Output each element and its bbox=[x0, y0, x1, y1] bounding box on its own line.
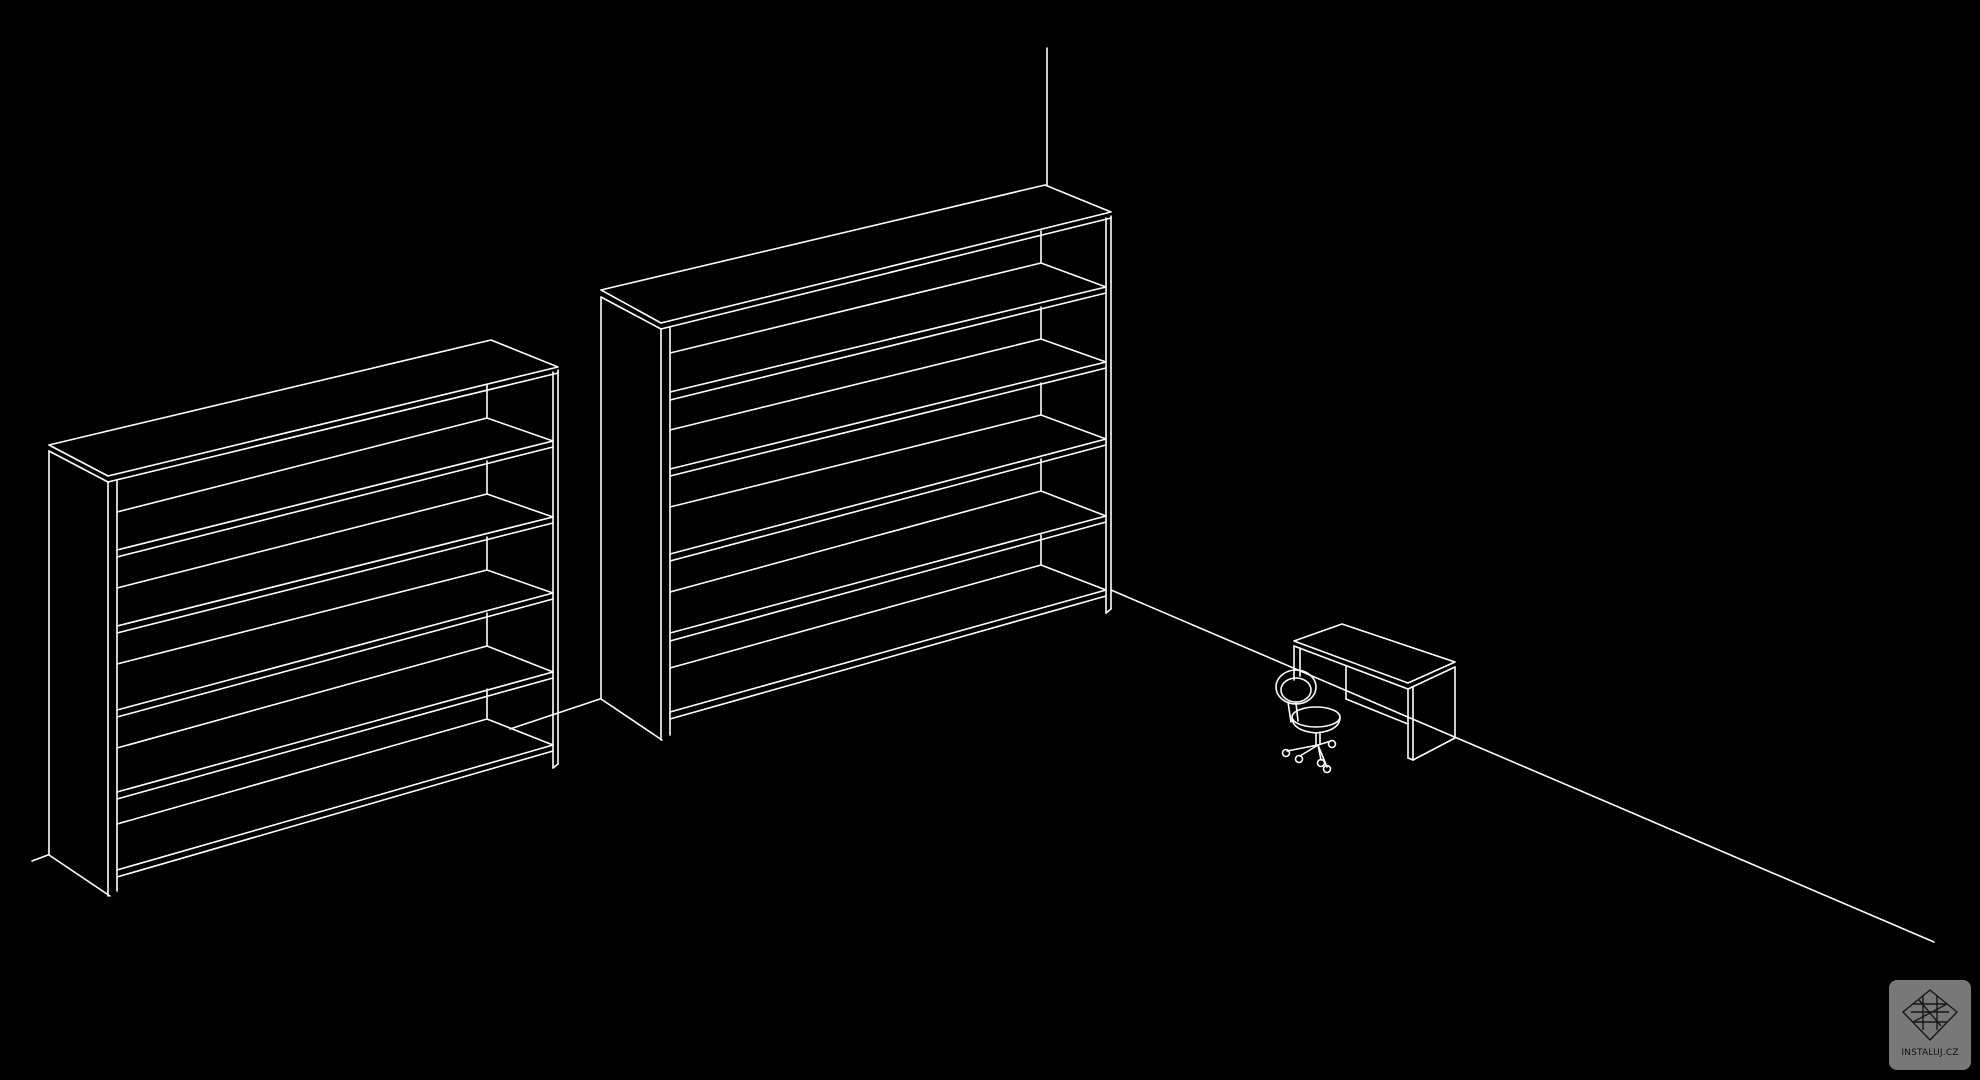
instaluj-watermark: INSTALUJ.CZ bbox=[1889, 980, 1971, 1070]
shelf-bottom bbox=[116, 718, 554, 871]
right-bookcase-upright-foot bbox=[1105, 608, 1112, 614]
desk-rail bbox=[1345, 698, 1409, 725]
room-edges bbox=[31, 47, 1935, 943]
instaluj-logo-icon bbox=[1901, 989, 1959, 1042]
shelf-edge bbox=[669, 292, 1107, 401]
chair-leg bbox=[1286, 744, 1319, 752]
chair-back-post bbox=[1287, 701, 1292, 723]
left-bookcase-side-bottom bbox=[48, 854, 111, 897]
room-floor-wall-edge-far-left bbox=[31, 854, 49, 862]
shelf bbox=[116, 493, 554, 627]
chair-leg bbox=[1299, 744, 1319, 757]
chair-caster bbox=[1327, 739, 1337, 749]
desk-top-edge bbox=[1293, 645, 1456, 690]
shelf-edge bbox=[669, 521, 1107, 642]
room-floor-wall-edge-right bbox=[1110, 589, 1935, 943]
left-bookcase[interactable] bbox=[48, 339, 559, 897]
right-bookcase-shelves bbox=[669, 262, 1107, 720]
chair-caster bbox=[1322, 764, 1332, 774]
shelf-edge bbox=[116, 677, 554, 800]
shelf-edge bbox=[669, 367, 1107, 477]
chair-back-post bbox=[1295, 702, 1299, 722]
left-bookcase-upright-foot bbox=[552, 763, 559, 769]
chair-caster bbox=[1281, 748, 1291, 758]
shelf bbox=[116, 417, 554, 551]
chair-seat-edge bbox=[1291, 718, 1341, 734]
shelf-edge bbox=[669, 595, 1107, 720]
shelf-edge bbox=[116, 750, 554, 878]
chair-caster bbox=[1316, 758, 1326, 768]
right-bookcase-side-bottom bbox=[600, 698, 663, 741]
shelf bbox=[669, 262, 1107, 393]
shelf bbox=[116, 645, 554, 793]
desk-side-bottom bbox=[1412, 737, 1456, 761]
shelf bbox=[669, 338, 1107, 470]
left-bookcase-shelves bbox=[116, 417, 554, 878]
shelf bbox=[669, 490, 1107, 634]
shelf-bottom bbox=[669, 564, 1107, 713]
left-bookcase-top bbox=[48, 339, 559, 477]
shelf-edge bbox=[669, 444, 1107, 562]
shelf-edge bbox=[116, 598, 554, 718]
right-bookcase-top bbox=[600, 184, 1112, 324]
shelf bbox=[669, 414, 1107, 555]
chair-caster bbox=[1294, 754, 1304, 764]
right-bookcase[interactable] bbox=[600, 184, 1112, 741]
watermark-text: INSTALUJ.CZ bbox=[1901, 1048, 1959, 1058]
shelf-edge bbox=[116, 522, 554, 634]
desk[interactable] bbox=[1293, 623, 1456, 761]
room-floor-wall-edge-left bbox=[509, 698, 601, 730]
shelf-edge bbox=[116, 446, 554, 558]
office-chair[interactable] bbox=[1275, 669, 1341, 774]
chair-leg bbox=[1317, 744, 1328, 768]
shelf bbox=[116, 569, 554, 711]
chair-backrest-inner bbox=[1280, 677, 1312, 703]
right-bookcase-top-edge bbox=[600, 217, 1112, 330]
desk-top bbox=[1293, 623, 1456, 684]
desk-foot bbox=[1407, 757, 1414, 761]
chair-seat bbox=[1291, 706, 1341, 728]
